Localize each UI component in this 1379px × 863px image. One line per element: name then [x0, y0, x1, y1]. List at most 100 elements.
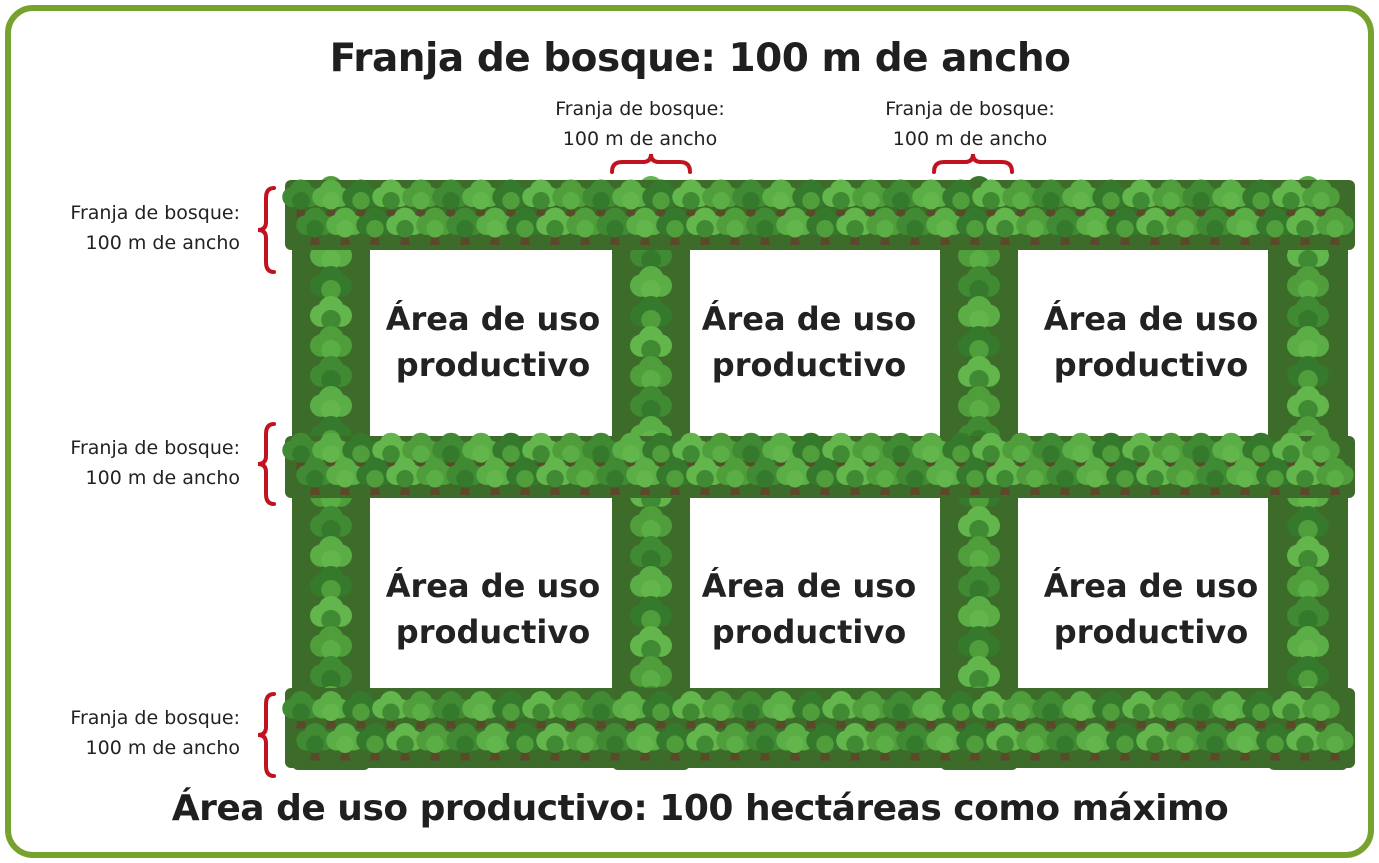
strip-label-line1: Franja de bosque: — [70, 707, 240, 729]
tree-icon — [926, 723, 964, 761]
bracket-icon — [932, 153, 1014, 174]
tree-icon — [958, 566, 1000, 608]
area-label-line1: Área de uso — [701, 300, 917, 338]
area-label-r1c3: Área de uso productivo — [1026, 296, 1276, 388]
tree-icon — [310, 386, 352, 428]
tree-icon — [958, 626, 1000, 668]
tree-icon — [626, 723, 664, 761]
area-label-line2: productivo — [395, 346, 591, 384]
tree-icon — [1226, 207, 1264, 245]
strip-label-left-2: Franja de bosque: 100 m de ancho — [20, 433, 240, 493]
strip-label-line2: 100 m de ancho — [85, 737, 240, 759]
tree-icon — [522, 432, 560, 471]
strip-label-line2: 100 m de ancho — [85, 232, 240, 254]
area-label-r2c2: Área de uso productivo — [684, 563, 934, 655]
tree-icon — [492, 691, 530, 729]
tree-icon — [1182, 432, 1220, 471]
area-label-line1: Área de uso — [1043, 300, 1259, 338]
bracket-icon — [610, 153, 692, 174]
strip-label-line2: 100 m de ancho — [562, 128, 718, 150]
area-label-line2: productivo — [711, 346, 907, 384]
tree-icon — [1226, 723, 1264, 761]
tree-icon — [630, 656, 672, 698]
area-label-line2: productivo — [395, 613, 591, 651]
tree-icon — [446, 207, 484, 245]
tree-icon — [958, 386, 1000, 428]
tree-icon — [1092, 179, 1130, 217]
tree-icon — [716, 207, 754, 245]
tree-icon — [462, 691, 500, 729]
tree-icon — [836, 457, 874, 495]
tree-icon — [1287, 536, 1330, 578]
tree-icon — [342, 179, 380, 217]
tree-icon — [1076, 457, 1114, 495]
strip-label-line2: 100 m de ancho — [892, 128, 1048, 150]
tree-icon — [1316, 207, 1354, 245]
tree-icon — [1287, 626, 1330, 668]
tree-icon — [1256, 457, 1294, 495]
tree-icon — [958, 505, 1000, 548]
tree-icon — [702, 691, 740, 729]
area-label-r2c3: Área de uso productivo — [1026, 563, 1276, 655]
tree-icon — [958, 596, 1000, 638]
tree-icon — [1287, 266, 1330, 308]
tree-icon — [1286, 207, 1324, 245]
tree-icon — [896, 457, 934, 495]
tree-icon — [642, 179, 680, 217]
area-label-r1c1: Área de uso productivo — [368, 296, 618, 388]
bracket-icon — [257, 422, 276, 506]
diagram-footer: Área de uso productivo: 100 hectáreas co… — [171, 788, 1229, 829]
tree-icon — [1002, 179, 1040, 217]
tree-icon — [630, 596, 672, 638]
tree-icon — [582, 691, 620, 729]
tree-icon — [972, 179, 1010, 217]
bracket-icon — [257, 692, 276, 778]
tree-icon — [958, 266, 1000, 308]
tree-icon — [716, 723, 754, 761]
area-label-line2: productivo — [1053, 613, 1249, 651]
tree-icon — [386, 723, 424, 761]
tree-icon — [1316, 457, 1354, 495]
tree-icon — [282, 179, 320, 217]
tree-icon — [506, 207, 544, 245]
tree-icon — [1287, 296, 1330, 338]
area-label-line2: productivo — [1053, 346, 1249, 384]
tree-icon — [912, 432, 950, 471]
tree-icon — [1272, 179, 1310, 217]
tree-icon — [310, 296, 352, 338]
tree-icon — [1302, 691, 1340, 729]
tree-icon — [1287, 566, 1330, 608]
tree-icon — [492, 179, 530, 217]
tree-icon — [492, 432, 530, 471]
area-label-line1: Área de uso — [385, 567, 601, 605]
tree-icon — [310, 536, 352, 578]
tree-icon — [1287, 505, 1330, 548]
area-label-line1: Área de uso — [701, 567, 917, 605]
tree-icon — [1136, 207, 1174, 245]
tree-icon — [310, 626, 352, 668]
tree-icon — [312, 691, 350, 729]
strip-label-left-1: Franja de bosque: 100 m de ancho — [20, 198, 240, 258]
tree-icon — [356, 723, 394, 761]
tree-icon — [896, 207, 934, 245]
tree-icon — [958, 326, 1000, 368]
tree-icon — [282, 691, 320, 729]
tree-icon — [310, 266, 352, 308]
tree-icon — [462, 432, 500, 471]
tree-icon — [1002, 691, 1040, 729]
tree-icon — [732, 179, 770, 217]
strip-label-top-1: Franja de bosque: 100 m de ancho — [530, 94, 750, 154]
strip-label-line1: Franja de bosque: — [70, 202, 240, 224]
tree-icon — [1032, 691, 1070, 729]
tree-icon — [1046, 457, 1084, 495]
tree-icon — [596, 723, 634, 761]
tree-icon — [372, 691, 410, 729]
tree-icon — [310, 326, 352, 368]
tree-icon — [312, 179, 350, 217]
tree-icon — [958, 356, 1000, 398]
tree-icon — [672, 691, 710, 729]
tree-icon — [1316, 723, 1354, 761]
tree-icon — [446, 457, 484, 495]
area-label-line2: productivo — [711, 613, 907, 651]
